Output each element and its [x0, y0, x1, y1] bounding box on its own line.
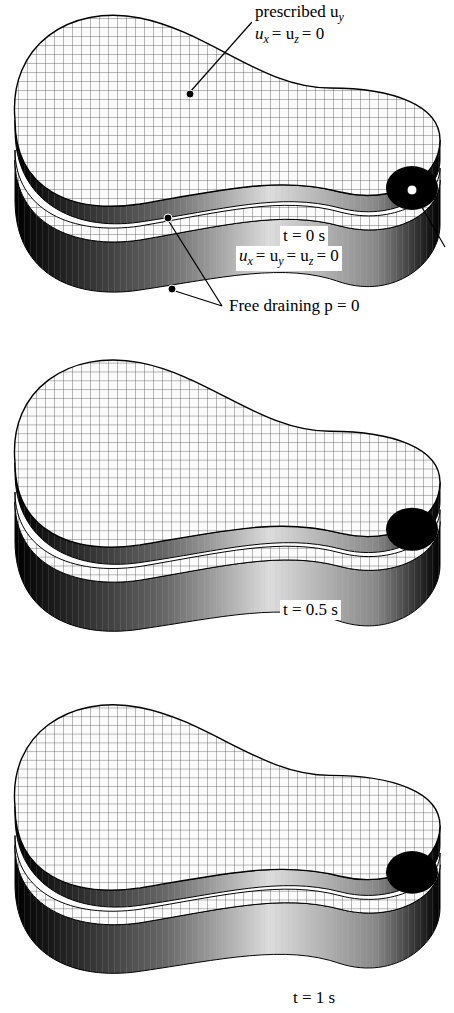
- annotation-text: Free draining p = 0: [229, 296, 359, 315]
- subscript: z: [294, 32, 299, 46]
- subscript: z: [309, 254, 314, 268]
- annotation-line: t = 1 s: [290, 988, 338, 1008]
- annotation-line: Free draining p = 0: [226, 296, 362, 316]
- annotation-line: t = 0 s: [280, 226, 328, 246]
- annotation-text: u: [239, 246, 248, 265]
- annotation-line: t = 0.5 s: [280, 600, 341, 620]
- subscript: y: [339, 10, 344, 24]
- leader-lines: [168, 22, 445, 306]
- annotation-text: = 0: [317, 246, 339, 265]
- annotation-text: = u: [287, 246, 309, 265]
- annotation-text: u: [255, 24, 264, 43]
- subscript: x: [248, 254, 253, 268]
- annotation-text: t = 1 s: [293, 988, 335, 1007]
- leader-dots: [164, 90, 417, 293]
- annotation-text: = u: [256, 246, 278, 265]
- annotation-line: ux= uz= 0: [252, 24, 327, 49]
- subscript: y: [278, 254, 283, 268]
- annotation-line: ux= uy= uz= 0: [236, 246, 342, 271]
- subscript: x: [264, 32, 269, 46]
- annotation-text: = u: [272, 24, 294, 43]
- annotation-text: t = 0.5 s: [283, 600, 338, 619]
- annotation-text: prescribed u: [255, 2, 339, 21]
- annotation-text: = 0: [302, 24, 324, 43]
- annotation-text: t = 0 s: [283, 226, 325, 245]
